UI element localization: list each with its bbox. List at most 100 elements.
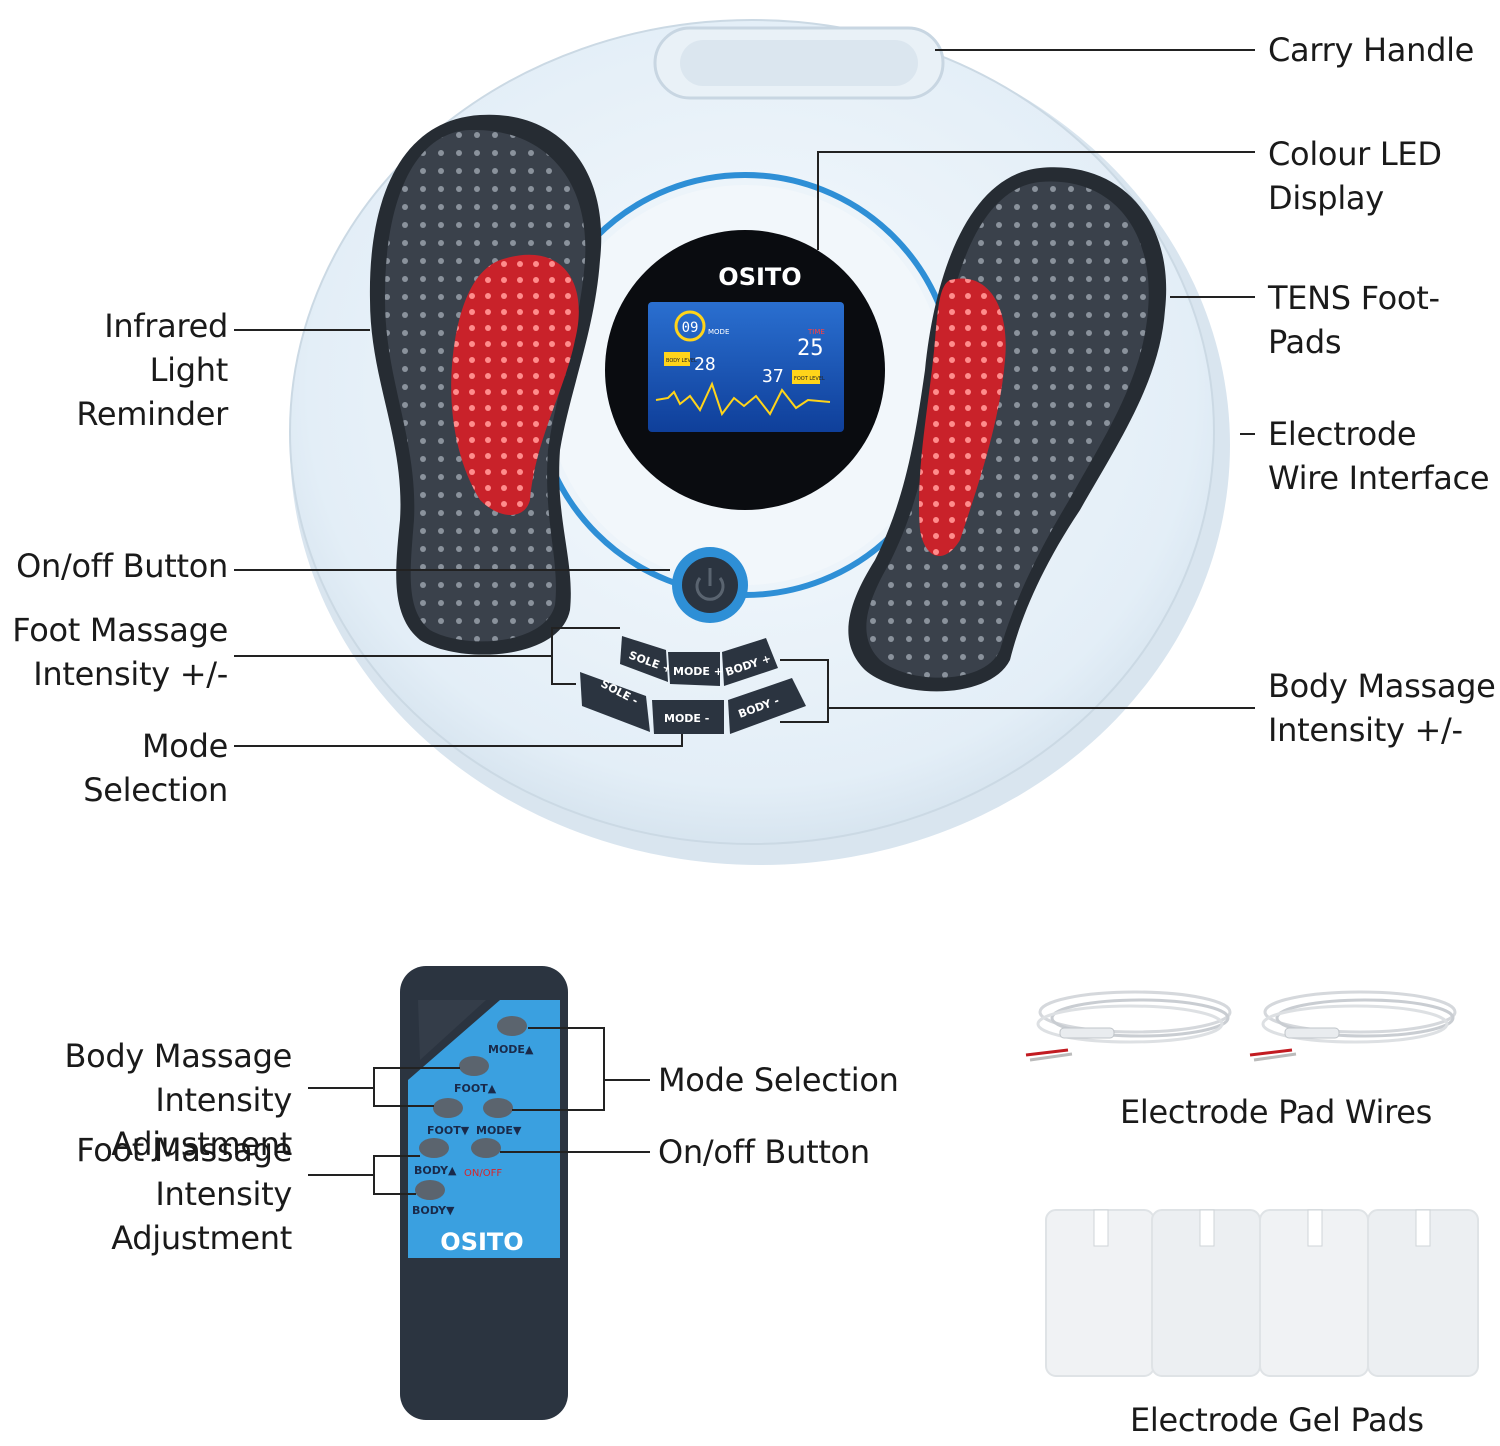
remote-mode-up-label: MODE▲ bbox=[488, 1043, 534, 1056]
remote-foot-up-button[interactable] bbox=[459, 1056, 489, 1076]
lcd-time-value: 25 bbox=[797, 336, 824, 361]
remote-mode-up-button[interactable] bbox=[497, 1016, 527, 1036]
lcd-body-level-tag bbox=[664, 352, 690, 366]
lcd-body-level-label: BODY LEVEL bbox=[666, 358, 697, 364]
remote-body-up-button[interactable] bbox=[419, 1138, 449, 1158]
label-foot-intensity-line1: Foot Massage bbox=[12, 611, 228, 649]
label-remote-foot-line2: Intensity Adjustment bbox=[111, 1175, 292, 1257]
carry-handle-grip bbox=[680, 40, 918, 86]
remote-body-down-button[interactable] bbox=[415, 1180, 445, 1200]
leader-remote-mode-bracket bbox=[512, 1027, 605, 1111]
label-wires-text: Electrode Pad Wires bbox=[1120, 1093, 1433, 1131]
remote-leader-lines bbox=[308, 1027, 650, 1195]
lcd-screen bbox=[648, 302, 844, 432]
gel-pad-4-tab bbox=[1415, 1209, 1431, 1247]
gel-pad-3-tab bbox=[1307, 1209, 1323, 1247]
led-display: OSITO 09 MODE TIME 25 BODY LEVEL 28 37 F… bbox=[605, 230, 885, 510]
electrode-wires bbox=[1025, 990, 1457, 1062]
lcd-foot-level-tag bbox=[792, 370, 820, 384]
remote-body-up-label: BODY▲ bbox=[414, 1164, 457, 1177]
remote-body-down-label: BODY▼ bbox=[412, 1204, 455, 1217]
label-mode-selection: Mode Selection bbox=[0, 724, 228, 812]
label-carry-handle-text: Carry Handle bbox=[1268, 31, 1475, 69]
label-colour-led-line1: Colour LED bbox=[1268, 135, 1442, 173]
label-foot-intensity-line2: Intensity +/- bbox=[33, 655, 228, 693]
label-on-off-text: On/off Button bbox=[16, 547, 228, 585]
remote-foot-down-label: FOOT▼ bbox=[427, 1124, 470, 1137]
label-colour-led-line2: Display bbox=[1268, 179, 1384, 217]
label-foot-massage-intensity: Foot Massage Intensity +/- bbox=[12, 608, 228, 696]
label-electrode-line2: Wire Interface bbox=[1268, 459, 1490, 497]
leader-body-bracket bbox=[780, 659, 829, 723]
label-remote-mode-text: Mode Selection bbox=[658, 1061, 899, 1099]
lcd-mode-value: 09 bbox=[682, 320, 699, 336]
mode-minus-label: MODE - bbox=[664, 712, 709, 725]
lcd-waveform bbox=[655, 381, 831, 417]
left-foot-pad bbox=[369, 114, 602, 655]
mode-plus-button[interactable] bbox=[668, 652, 720, 686]
remote-on-off-label: ON/OFF bbox=[464, 1168, 502, 1179]
label-body-intensity-line1: Body Massage bbox=[1268, 667, 1496, 705]
label-remote-foot-line1: Foot Massage bbox=[76, 1131, 292, 1169]
mode-plus-label: MODE + bbox=[673, 665, 723, 678]
label-remote-body-line1: Body Massage bbox=[64, 1037, 292, 1075]
label-infrared-line1: Infrared bbox=[104, 307, 228, 345]
label-infrared-line2: Light Reminder bbox=[76, 351, 228, 433]
label-remote-body-adjustment: Body Massage Intensity Adjustment bbox=[0, 1034, 292, 1166]
label-mode-selection-text: Mode Selection bbox=[83, 727, 228, 809]
remote-foot-up-label: FOOT▲ bbox=[454, 1082, 497, 1095]
gel-pad-1-tab bbox=[1093, 1209, 1109, 1247]
remote-control: MODE▲ FOOT▲ FOOT▼ MODE▼ BODY▲ ON/OFF BOD… bbox=[400, 966, 568, 1420]
label-electrode-pad-wires: Electrode Pad Wires bbox=[1120, 1090, 1432, 1134]
mode-ring-icon bbox=[674, 310, 706, 342]
massager-device: OSITO 09 MODE TIME 25 BODY LEVEL 28 37 F… bbox=[289, 19, 1230, 865]
remote-on-off-button[interactable] bbox=[471, 1138, 501, 1158]
label-on-off-button: On/off Button bbox=[16, 544, 228, 588]
label-tens-foot-pads-text: TENS Foot-Pads bbox=[1268, 279, 1440, 361]
remote-brand-logo: OSITO bbox=[440, 1228, 523, 1256]
label-electrode-wire-interface: Electrode Wire Interface bbox=[1268, 412, 1490, 500]
label-electrode-gel-pads: Electrode Gel Pads bbox=[1130, 1398, 1424, 1442]
device-brand-logo: OSITO bbox=[718, 263, 801, 291]
right-foot-pad bbox=[848, 167, 1167, 692]
label-body-massage-intensity: Body Massage Intensity +/- bbox=[1268, 664, 1496, 752]
control-buttons: SOLE + MODE + BODY + SOLE - MODE - BODY … bbox=[580, 636, 806, 734]
body-plus-button[interactable] bbox=[722, 638, 778, 686]
label-remote-on-off: On/off Button bbox=[658, 1130, 870, 1174]
label-electrode-line1: Electrode bbox=[1268, 415, 1417, 453]
leader-led-display bbox=[817, 151, 1255, 250]
gel-pad-2-tab bbox=[1199, 1209, 1215, 1247]
sole-minus-button[interactable] bbox=[580, 672, 650, 732]
leader-mode-selection bbox=[234, 734, 683, 747]
remote-mode-down-button[interactable] bbox=[483, 1098, 513, 1118]
label-carry-handle: Carry Handle bbox=[1268, 28, 1474, 72]
label-gel-pads-text: Electrode Gel Pads bbox=[1130, 1401, 1424, 1439]
remote-blue-panel bbox=[408, 1000, 560, 1258]
label-remote-mode-selection: Mode Selection bbox=[658, 1058, 899, 1102]
lcd-body-level-value: 28 bbox=[694, 354, 716, 375]
power-icon bbox=[695, 568, 725, 601]
remote-top-bevel bbox=[418, 1000, 486, 1060]
wire-coil-2 bbox=[1249, 990, 1457, 1062]
gel-pads bbox=[1045, 1209, 1479, 1377]
sole-plus-button[interactable] bbox=[620, 636, 668, 682]
remote-mode-down-label: MODE▼ bbox=[476, 1124, 522, 1137]
label-remote-body-line2: Intensity Adjustment bbox=[111, 1081, 292, 1163]
mode-minus-button[interactable] bbox=[652, 700, 724, 734]
lcd-foot-level-value: 37 bbox=[762, 366, 784, 387]
body-minus-button[interactable] bbox=[728, 678, 806, 734]
right-infrared-zone bbox=[918, 278, 1006, 557]
wire-coil-1 bbox=[1025, 990, 1232, 1062]
device-leader-lines bbox=[234, 49, 1255, 747]
remote-foot-down-button[interactable] bbox=[433, 1098, 463, 1118]
label-colour-led-display: Colour LED Display bbox=[1268, 132, 1442, 220]
label-tens-foot-pads: TENS Foot-Pads bbox=[1268, 276, 1500, 364]
label-body-intensity-line2: Intensity +/- bbox=[1268, 711, 1463, 749]
lcd-foot-level-label: FOOT LEVEL bbox=[794, 376, 825, 382]
lcd-mode-label: MODE bbox=[708, 328, 729, 336]
left-infrared-zone bbox=[451, 254, 579, 515]
lcd-time-label: TIME bbox=[807, 328, 825, 336]
label-remote-foot-adjustment: Foot Massage Intensity Adjustment bbox=[0, 1128, 292, 1260]
label-remote-on-off-text: On/off Button bbox=[658, 1133, 870, 1171]
